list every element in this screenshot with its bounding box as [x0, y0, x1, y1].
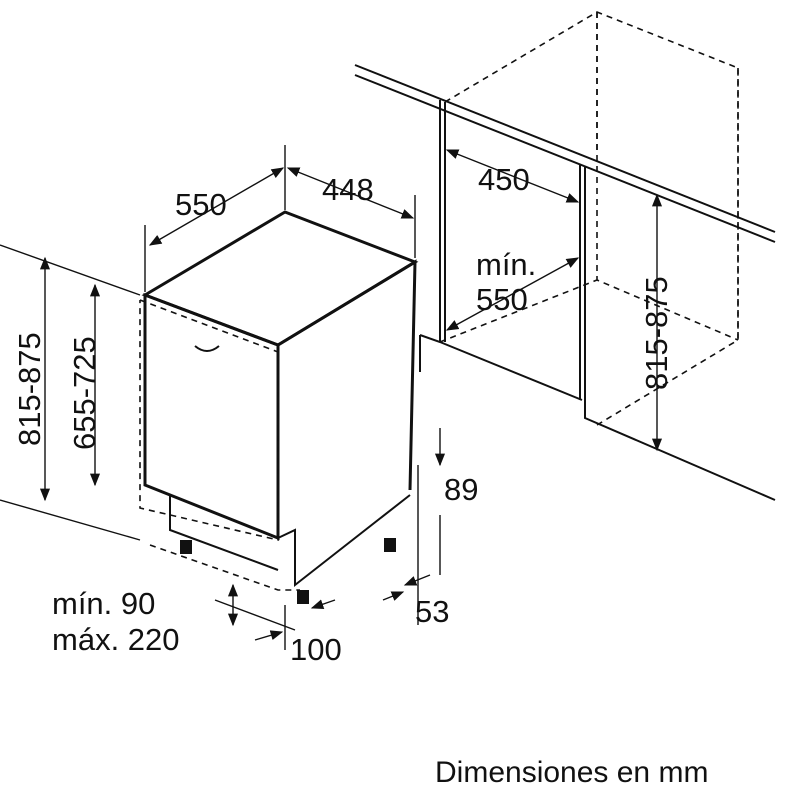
label-plinth-max: máx. 220: [52, 622, 180, 657]
dishwasher: [139, 210, 419, 604]
dimension-lines: [0, 145, 663, 650]
feet: [180, 538, 396, 604]
label-width: 448: [322, 172, 374, 207]
label-door-height: 655-725: [67, 336, 102, 450]
label-depth: 550: [175, 187, 227, 222]
label-plinth-min: mín. 90: [52, 586, 155, 621]
label-foot-offset: 100: [290, 632, 342, 667]
label-niche-width: 450: [478, 162, 530, 197]
door-handle: [194, 345, 220, 352]
label-plinth-height: 89: [444, 472, 478, 507]
label-niche-depth: 550: [476, 282, 528, 317]
label-height-left: 815-875: [12, 332, 47, 446]
label-niche-min: mín.: [476, 247, 536, 282]
cabinet-niche: [354, 11, 776, 501]
label-niche-height: 815-875: [639, 276, 674, 390]
label-plinth-recess: 53: [415, 594, 449, 629]
caption: Dimensiones en mm: [435, 756, 708, 789]
